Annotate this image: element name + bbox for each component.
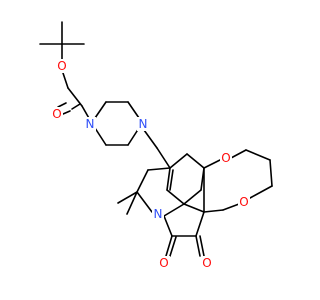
atom-label-background [137, 117, 149, 131]
atom-label-oxygen: O [159, 256, 168, 270]
atom-label-background [56, 59, 68, 73]
atom-label-oxygen: O [57, 59, 66, 73]
atom-label-oxygen: O [202, 256, 211, 270]
atom-label-background [152, 207, 164, 221]
atom-label-background [220, 151, 232, 165]
atom-label-background [201, 256, 213, 270]
bond-lines [39, 21, 273, 257]
atom-label-background [51, 107, 63, 121]
atom-label-background [84, 117, 96, 131]
atom-label-oxygen: O [221, 151, 230, 165]
atom-label-oxygen: O [52, 107, 61, 121]
atom-label-nitrogen: N [154, 207, 163, 221]
atom-label-nitrogen: N [86, 117, 95, 131]
atom-label-background [238, 195, 250, 209]
molecule-structure: O O N N O O N O O [39, 21, 273, 270]
atom-label-background [158, 256, 170, 270]
atom-label-oxygen: O [239, 195, 248, 209]
atom-label-nitrogen: N [139, 117, 148, 131]
atom-labels: O O N N O O N O O [51, 59, 250, 270]
